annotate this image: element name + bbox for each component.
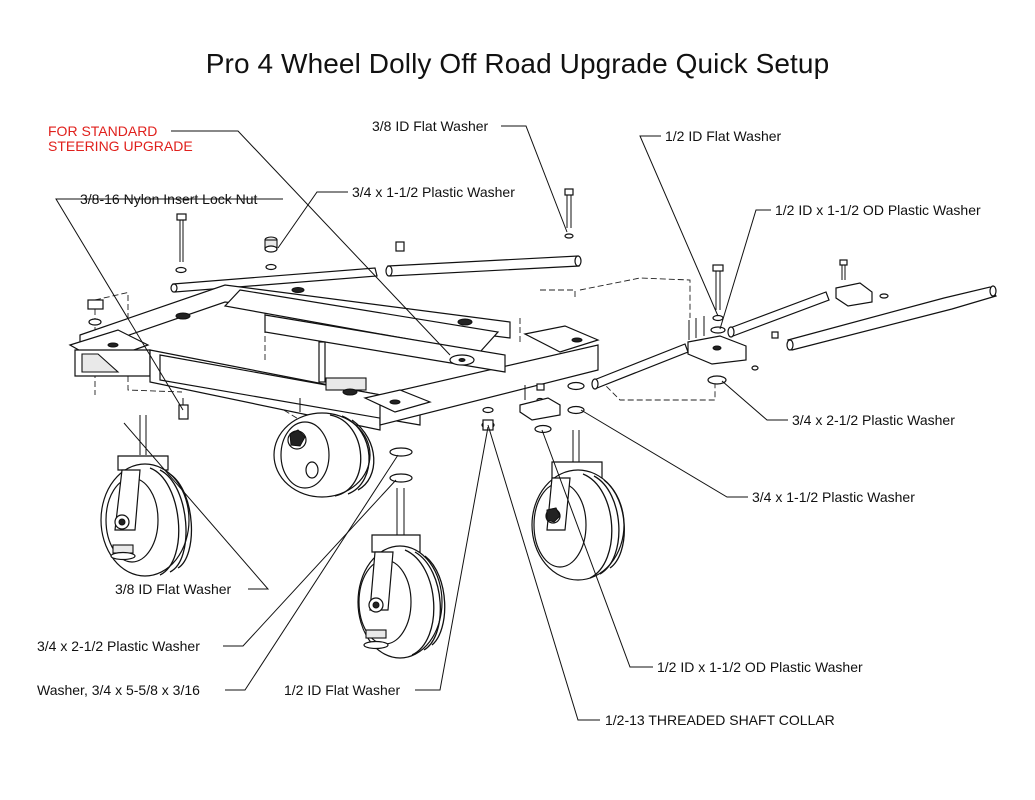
note-line-1: FOR STANDARD bbox=[48, 123, 158, 139]
label-flat-washer-12-top: 1/2 ID Flat Washer bbox=[665, 128, 782, 144]
label-plastic-washer-34-112-right: 3/4 x 1-1/2 Plastic Washer bbox=[752, 489, 915, 505]
label-plastic-washer-34-212-left: 3/4 x 2-1/2 Plastic Washer bbox=[37, 638, 200, 654]
label-plastic-washer-34-212-right: 3/4 x 2-1/2 Plastic Washer bbox=[792, 412, 955, 428]
center-hardware bbox=[481, 381, 585, 434]
label-flat-washer-38-top: 3/8 ID Flat Washer bbox=[372, 118, 489, 134]
steering-upgrade-note: FOR STANDARD STEERING UPGRADE bbox=[48, 124, 193, 154]
wheel-front-middle bbox=[357, 447, 446, 659]
label-plastic-washer-12-od-bottom: 1/2 ID x 1-1/2 OD Plastic Washer bbox=[657, 659, 863, 675]
steering-assembly bbox=[591, 259, 997, 390]
label-lock-nut: 3/8-16 Nylon Insert Lock Nut bbox=[80, 191, 258, 207]
label-plastic-washer-12-od: 1/2 ID x 1-1/2 OD Plastic Washer bbox=[775, 202, 981, 218]
dolly-frame bbox=[68, 284, 600, 431]
label-shaft-collar: 1/2-13 THREADED SHAFT COLLAR bbox=[605, 712, 835, 728]
wheel-back-middle bbox=[273, 398, 375, 498]
left-lock-nut bbox=[178, 398, 189, 420]
label-plastic-washer-34-112-top: 3/4 x 1-1/2 Plastic Washer bbox=[352, 184, 515, 200]
top-hardware bbox=[87, 188, 574, 326]
note-line-2: STEERING UPGRADE bbox=[48, 138, 193, 154]
wheel-front-left bbox=[100, 415, 193, 577]
page-title: Pro 4 Wheel Dolly Off Road Upgrade Quick… bbox=[205, 48, 830, 79]
label-washer-big: Washer, 3/4 x 5-5/8 x 3/16 bbox=[37, 682, 200, 698]
leader-lines bbox=[55, 125, 788, 721]
wheel-right bbox=[531, 430, 625, 581]
label-flat-washer-38-bottom: 3/8 ID Flat Washer bbox=[115, 581, 232, 597]
label-flat-washer-12-bottom: 1/2 ID Flat Washer bbox=[284, 682, 401, 698]
